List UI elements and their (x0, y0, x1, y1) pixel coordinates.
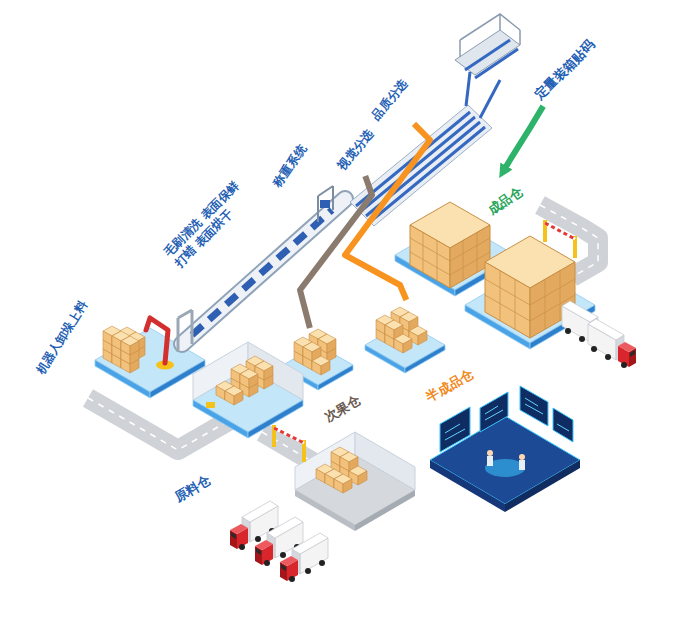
gate-bar (545, 223, 575, 239)
goods-stack (450, 225, 490, 288)
stack-grid (485, 271, 530, 330)
platform (405, 345, 445, 373)
goods-stack (485, 262, 530, 338)
weighing-unit (320, 200, 330, 208)
truck (280, 533, 328, 582)
station-label: 品质分选 (366, 74, 414, 126)
road-marking (88, 398, 230, 450)
crate (334, 474, 352, 493)
crate (225, 386, 243, 405)
warehouse-name: 半成品仓 (421, 363, 479, 408)
operator (519, 454, 525, 460)
packing-rail (480, 80, 500, 118)
forklift (206, 402, 215, 408)
gate-bar (274, 428, 304, 443)
operator (487, 450, 493, 456)
screen (440, 407, 470, 452)
material-pipe (503, 106, 543, 172)
dock-platform (295, 490, 355, 531)
crate (240, 369, 258, 388)
goods-stack (410, 225, 450, 288)
warehouse-area: 次果仓 (278, 328, 369, 431)
truck (588, 319, 636, 368)
packing-rail (475, 49, 518, 78)
warehouse-area: 成品仓 (395, 178, 531, 298)
gantry (178, 310, 192, 352)
stack-grid (450, 233, 490, 281)
material-pipe (300, 176, 372, 328)
warehouse-area: 半成品仓 (365, 300, 495, 412)
stack-grid (410, 233, 450, 281)
station-label: 机器人卸垛上料 (31, 296, 94, 381)
packing-rail (466, 72, 470, 106)
warehouse-name: 原料仓 (168, 470, 215, 509)
gate-bar (545, 223, 575, 239)
gate-bar (274, 428, 304, 443)
sorting-bed (350, 105, 492, 226)
warehouse-area: 原料仓 (160, 345, 278, 511)
station-name: 称重系统 (270, 142, 310, 190)
station-label: 视觉分选 (332, 124, 380, 176)
operator (519, 460, 525, 470)
packing-rail (465, 40, 510, 70)
screen (520, 386, 548, 426)
warehouse-name: 成品仓 (482, 180, 529, 221)
road (88, 398, 230, 450)
robot-arm (146, 318, 168, 363)
platform (193, 400, 248, 438)
screen-chart (445, 398, 569, 440)
weighing-frame (318, 186, 333, 222)
station-name: 机器人卸垛上料 (33, 298, 90, 377)
crate (394, 334, 412, 353)
operator (487, 456, 493, 466)
warehouse-name: 次果仓 (318, 390, 365, 429)
packing-frame (460, 14, 520, 57)
station-name: 视觉分选 (335, 127, 377, 173)
station-name: 毛刷清洗 表面保鲜 打蜡 表面烘干 (161, 173, 259, 271)
station-label: 定量装箱贴码 (529, 34, 601, 106)
screen (480, 392, 508, 432)
dock-platform (355, 490, 415, 531)
crate (121, 336, 139, 355)
station-label: 称重系统 (267, 139, 312, 192)
screen (553, 408, 573, 442)
station-name: 品质分选 (369, 77, 411, 123)
station-label: 毛刷清洗 表面保鲜 打蜡 表面烘干 (158, 170, 261, 273)
station-name: 定量装箱贴码 (532, 37, 599, 104)
crate (312, 356, 330, 375)
